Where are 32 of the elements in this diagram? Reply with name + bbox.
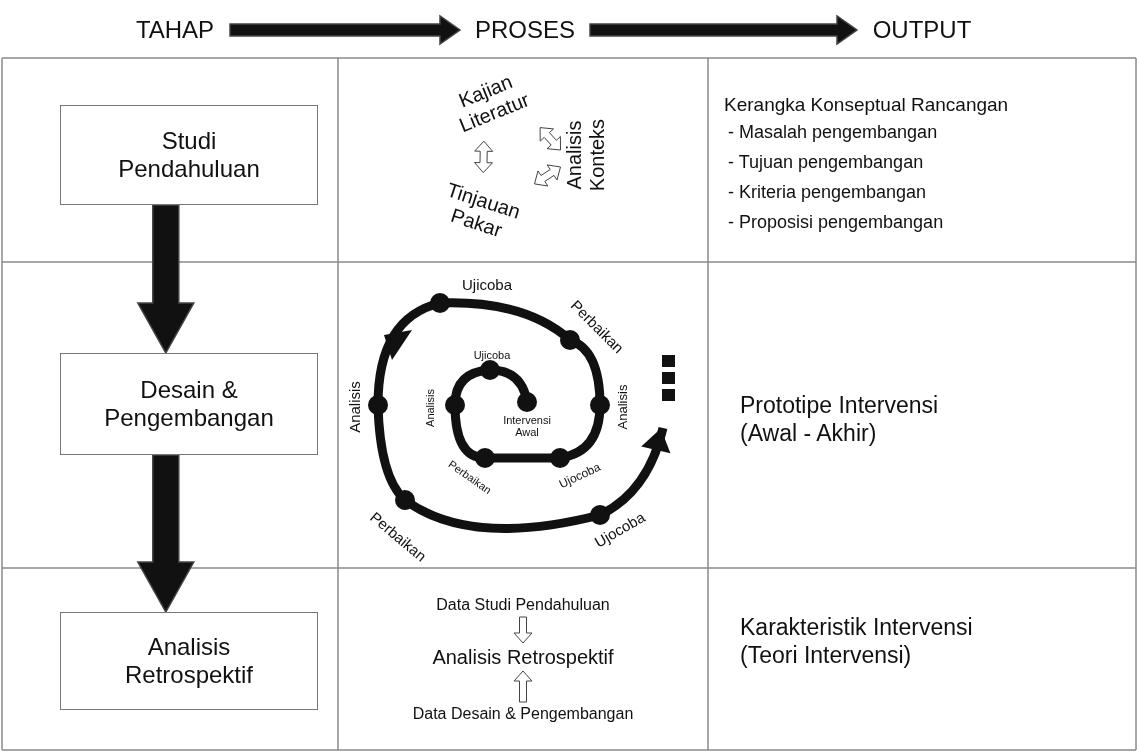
step-label: Analisis [615, 384, 631, 430]
output-item: - Tujuan pengembangan [728, 152, 924, 174]
arrow [229, 14, 462, 46]
arrow [534, 164, 561, 187]
step-label: Intervensi Awal [502, 413, 552, 439]
step-text: Data Studi Pendahuluan [408, 593, 638, 617]
stage-box: Desain & Pengembangan [60, 353, 318, 455]
column-header: OUTPUT [857, 13, 987, 47]
arrow [474, 140, 494, 174]
step-label: Ujicoba [462, 276, 512, 294]
step-label: Ujicoba [473, 348, 511, 362]
arrow [589, 14, 859, 46]
step-text: Data Desain & Pengembangan [393, 702, 653, 726]
output-text: Karakteristik Intervensi (Teori Intervensi) [740, 614, 974, 670]
output-item: - Kriteria pengembangan [728, 182, 927, 204]
step-text: Analisis Konteks [560, 105, 612, 205]
arrow [539, 127, 561, 151]
arrow [513, 616, 533, 644]
output-item: - Masalah pengembangan [728, 122, 938, 144]
step-label: Analisis [346, 381, 364, 433]
arrow [136, 454, 196, 614]
stage-box: Analisis Retrospektif [60, 612, 318, 710]
output-heading: Kerangka Konseptual Rancangan [724, 94, 1009, 117]
arrow [513, 670, 533, 703]
step-text: Analisis Retrospektif [408, 643, 638, 671]
column-header: TAHAP [120, 13, 230, 47]
step-label: Analisis [423, 389, 437, 427]
output-text: Prototipe Intervensi (Awal - Akhir) [740, 392, 940, 448]
column-header: PROSES [460, 13, 590, 47]
stage-box: Studi Pendahuluan [60, 105, 318, 205]
arrow [136, 204, 196, 355]
output-item: - Proposisi pengembangan [728, 212, 944, 234]
